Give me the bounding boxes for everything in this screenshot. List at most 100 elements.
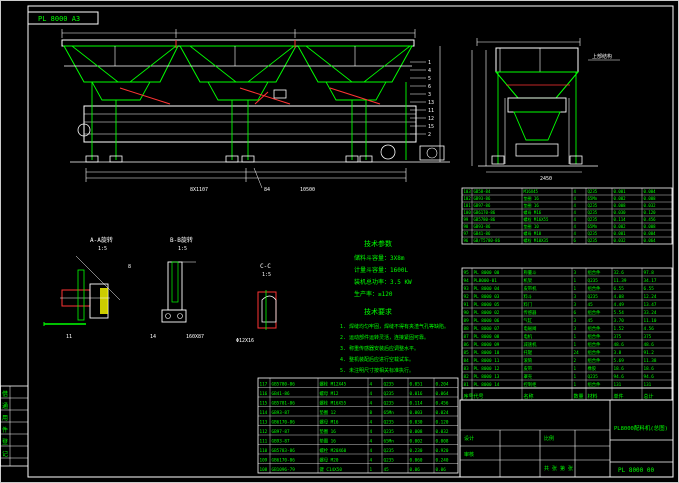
bom-cell: 4 bbox=[370, 429, 373, 435]
bom-cell: 6.55 bbox=[644, 286, 655, 292]
bom-cell: 101 bbox=[464, 203, 472, 208]
bom-cell: GB97-86 bbox=[474, 203, 491, 208]
tech-req-line: 3. 称重传感器安装后应调整水平。 bbox=[340, 345, 419, 352]
svg-text:1:5: 1:5 bbox=[98, 246, 107, 252]
bom-cell: 键 C14X50 bbox=[320, 466, 343, 473]
bom-cell: 0.051 bbox=[410, 382, 423, 388]
bom-cell: 4.08 bbox=[614, 294, 625, 300]
bom-cell: 料斗 bbox=[524, 293, 533, 300]
bom-cell: 102 bbox=[464, 196, 472, 201]
bom-cell: 0.008 bbox=[644, 224, 657, 229]
bom-cell: 0.456 bbox=[644, 217, 657, 222]
hopper-1 bbox=[63, 45, 179, 83]
svg-text:14: 14 bbox=[150, 334, 156, 340]
tech-req-line: 4. 整机装配后应进行空载试车。 bbox=[340, 356, 414, 363]
bom-cell: 组合件 bbox=[588, 285, 602, 292]
bom-cell: GB5780-86 bbox=[474, 217, 496, 222]
callout-number: 15 bbox=[428, 124, 434, 130]
bom-cell: 86 bbox=[464, 342, 470, 348]
bom-cell: 螺母 M16 bbox=[320, 419, 339, 426]
bom-cell: 0.060 bbox=[410, 458, 423, 464]
bom-cell: 橡胶 bbox=[588, 365, 597, 372]
bom-cell: 4.49 bbox=[614, 302, 625, 308]
bom-cell: 滚筒 bbox=[524, 357, 533, 364]
title-block-designer: 设计 bbox=[464, 435, 474, 442]
bom-cell: 4 bbox=[574, 189, 577, 194]
bom-cell: 94.6 bbox=[644, 374, 655, 380]
bom-cell: GB41-86 bbox=[474, 231, 491, 236]
bom-cell: 0.114 bbox=[614, 217, 627, 222]
bom-cell: 称量斗 bbox=[524, 269, 538, 276]
bom-cell: 3 bbox=[574, 270, 577, 276]
bom-cell: 机架 bbox=[524, 277, 533, 284]
bom-cell: 65Mn bbox=[384, 439, 395, 445]
bom-cell: 111 bbox=[260, 439, 268, 445]
title-block-drawing-no: PL 8000 00 bbox=[618, 467, 655, 474]
bom-cell: 4 bbox=[370, 439, 373, 445]
bom-cell: 螺栓 M16X55 bbox=[524, 216, 549, 222]
bom-cell: 传感器 bbox=[524, 309, 538, 316]
bom-cell: 5.69 bbox=[614, 358, 625, 364]
section-a-view: A-A旋转 1:5 11 8 bbox=[43, 236, 131, 340]
bom-cell: 0.001 bbox=[614, 231, 627, 236]
tech-param-line: 生产率：≥120 bbox=[354, 290, 393, 298]
bom-cell: 0.016 bbox=[410, 391, 423, 397]
dim-left-bottom: 8X1107 bbox=[190, 187, 208, 193]
bom-cell: GB93-86 bbox=[474, 196, 491, 201]
bom-cell: 材料 bbox=[588, 393, 598, 400]
bom-cell: 0.120 bbox=[436, 420, 449, 426]
bom-cell: 4 bbox=[574, 196, 577, 201]
bom-cell: 皮带机 bbox=[524, 285, 538, 292]
bom-cell: PL 8000 00 bbox=[474, 270, 500, 276]
bom-cell: 0.004 bbox=[644, 189, 657, 194]
bom-cell: 1 bbox=[574, 374, 577, 380]
bom-cell: 95 bbox=[464, 270, 470, 276]
bom-cell: 83 bbox=[464, 366, 470, 372]
bom-cell: 组合件 bbox=[588, 341, 602, 348]
bom-cell: 垫圈 16 bbox=[320, 428, 337, 435]
bom-cell: 13.47 bbox=[644, 302, 657, 308]
callout-number: 6 bbox=[428, 84, 431, 90]
tech-param-line: 装机总功率：3.5 KW bbox=[354, 278, 412, 286]
bom-cell: Q235 bbox=[384, 382, 395, 388]
bom-cell: 0.032 bbox=[644, 203, 657, 208]
dim-mid-bottom: 10500 bbox=[300, 187, 315, 193]
bom-cell: 螺栓 M10X35 bbox=[524, 237, 549, 243]
title-block-check: 审核 bbox=[464, 451, 474, 458]
bom-cell: 0.240 bbox=[436, 458, 449, 464]
bom-cell: 螺栓 M20X60 bbox=[320, 447, 347, 454]
tech-param-line: 计量斗容量：1600L bbox=[354, 266, 408, 274]
bom-cell: 4 bbox=[370, 391, 373, 397]
bom-cell: 0.204 bbox=[436, 382, 449, 388]
bom-cell: 数量 bbox=[574, 393, 584, 400]
bom-cell: 螺母 M12 bbox=[320, 390, 339, 397]
left-strip-label: 记 bbox=[2, 451, 8, 458]
bom-cell: 1 bbox=[574, 342, 577, 348]
callout-number: 5 bbox=[428, 76, 431, 82]
title-block-scale: 比例 bbox=[544, 435, 554, 442]
bom-cell: 131 bbox=[644, 382, 652, 388]
bom-cell: 0.032 bbox=[614, 238, 627, 243]
bom-cell: 名称 bbox=[524, 393, 534, 400]
bom-cell: PL 8000 10 bbox=[474, 350, 500, 356]
bom-cell: 皮带 bbox=[524, 365, 533, 372]
bom-cell: Q235 bbox=[588, 278, 599, 284]
bom-cell: 94.6 bbox=[614, 374, 625, 380]
bom-cell: 82 bbox=[464, 374, 470, 380]
bom-cell: 组合件 bbox=[588, 357, 602, 364]
bom-cell: 18.6 bbox=[644, 366, 655, 372]
bom-cell: Q235 bbox=[384, 391, 395, 397]
bom-cell: 0.024 bbox=[436, 410, 449, 416]
bom-cell: 4 bbox=[574, 231, 577, 236]
tech-req-line: 5. 未注明尺寸按相关标准执行。 bbox=[340, 367, 414, 374]
bom-cell: 3 bbox=[574, 294, 577, 300]
bom-cell: GB5780-86 bbox=[272, 382, 296, 388]
bom-cell: 垫圈 16 bbox=[524, 202, 540, 208]
section-b-view: B-B旋转 1:5 14 160X87 bbox=[150, 236, 204, 340]
bom-cell: 螺栓 M12X45 bbox=[320, 381, 347, 388]
callout-number: 2 bbox=[428, 132, 431, 138]
